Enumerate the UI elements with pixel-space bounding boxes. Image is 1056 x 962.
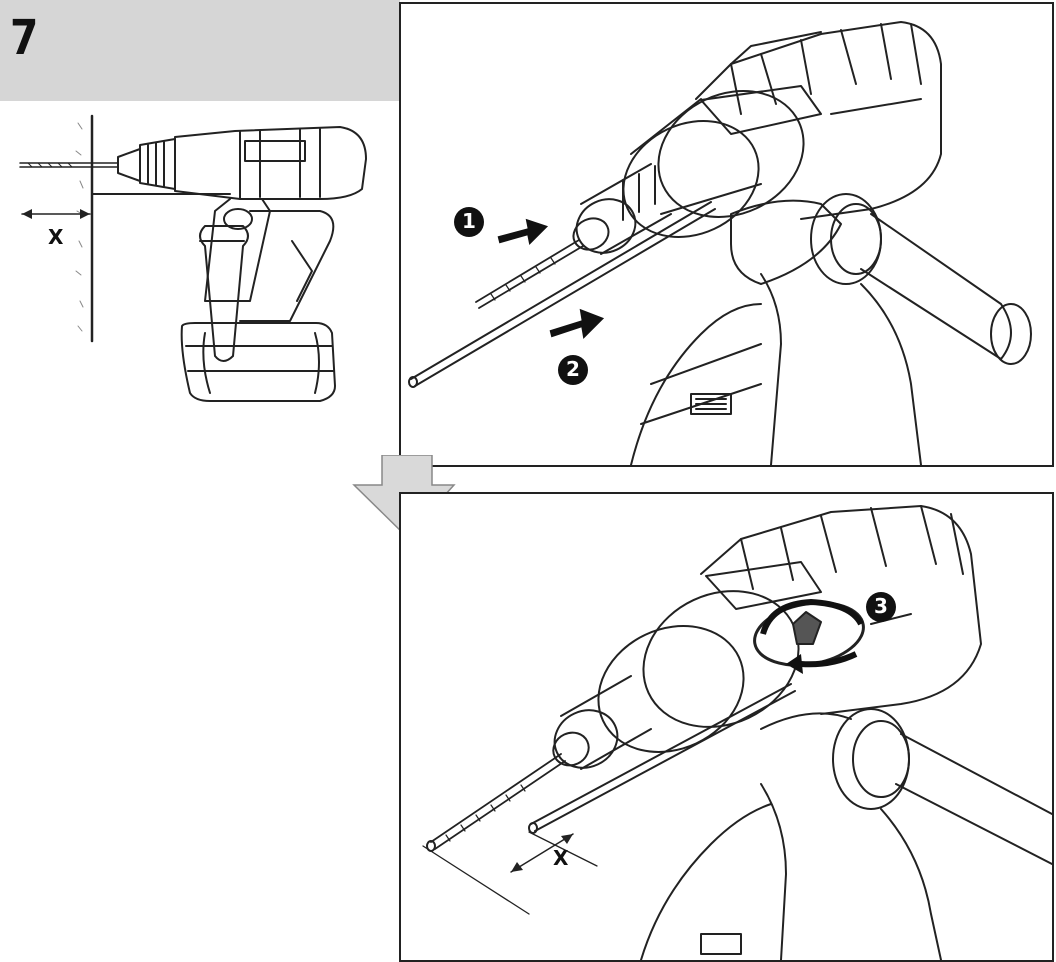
drill-at-wall-illustration [19, 114, 367, 402]
rotate-arrow-icon [760, 598, 864, 674]
callout-1: 1 [462, 209, 476, 233]
callout-circle-3 [866, 592, 896, 622]
drill-insert-depth-stop-illustration [408, 21, 1032, 465]
push-arrow-icon [496, 217, 550, 248]
dimension-label-x: X [48, 225, 64, 249]
callout-2: 2 [566, 357, 580, 381]
step-header: 7 [0, 0, 400, 101]
push-arrow-icon-2 [548, 307, 606, 342]
dimension-label-x-bottom: X [553, 846, 569, 870]
step-panel-insert: 1 2 [399, 2, 1054, 467]
callout-3: 3 [874, 594, 888, 618]
overview-figure: X [0, 101, 398, 431]
callout-circle-1 [454, 207, 484, 237]
callout-circle-2 [558, 355, 588, 385]
step-number: 7 [10, 10, 39, 66]
drill-set-depth-illustration [422, 505, 1052, 960]
step-panel-set-depth: 3 X [399, 492, 1054, 962]
